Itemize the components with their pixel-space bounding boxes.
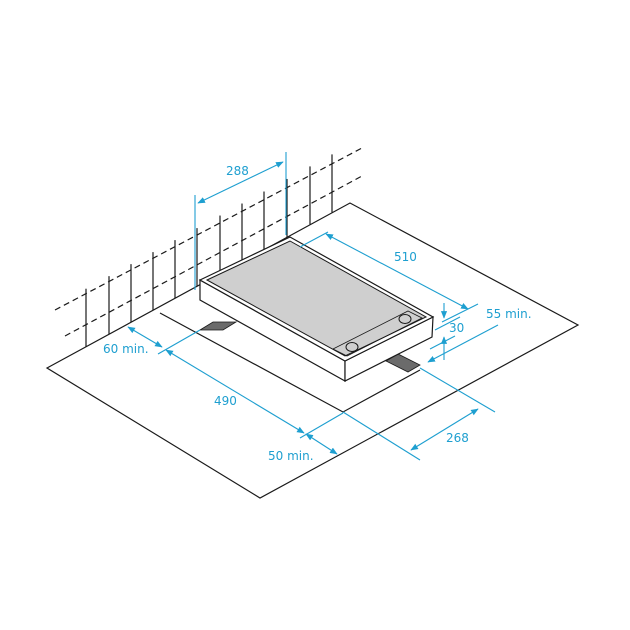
dim-50-line [305, 433, 338, 455]
dim-268-line [410, 408, 479, 451]
label-60-min: 60 min. [103, 342, 149, 356]
control-knob-left [345, 342, 359, 352]
label-268: 268 [446, 431, 469, 445]
dim-30-ext-2 [429, 335, 456, 350]
label-510: 510 [394, 250, 417, 264]
wall [54, 147, 363, 347]
dim-60-ext [157, 329, 201, 355]
dimension-lines [127, 152, 499, 461]
label-30: 30 [449, 321, 464, 335]
wall-upper-dashed-line [54, 147, 363, 311]
dim-60-line [127, 326, 163, 348]
hob-glass-surface [205, 240, 428, 357]
label-288: 288 [226, 164, 249, 178]
dim-30-ext [434, 316, 461, 331]
dim-268-ext-front [342, 411, 421, 461]
domino-hob [198, 236, 435, 383]
label-50-min: 50 min. [268, 449, 314, 463]
hob-foot-left [198, 321, 238, 331]
dim-510-ext [299, 231, 329, 248]
label-490: 490 [214, 394, 237, 408]
dim-268-ext-back [419, 367, 496, 413]
dim-55-line [427, 324, 499, 363]
control-knob-right [398, 314, 412, 324]
hob-control-panel [332, 310, 423, 357]
label-55-min: 55 min. [486, 307, 532, 321]
dim-490-line [165, 349, 305, 434]
wall-lower-dashed-line [64, 175, 363, 337]
dim-510-line [325, 233, 469, 310]
dim-510-ext-2 [441, 303, 479, 323]
wall-studs [85, 154, 333, 347]
dim-288-line [197, 161, 284, 204]
